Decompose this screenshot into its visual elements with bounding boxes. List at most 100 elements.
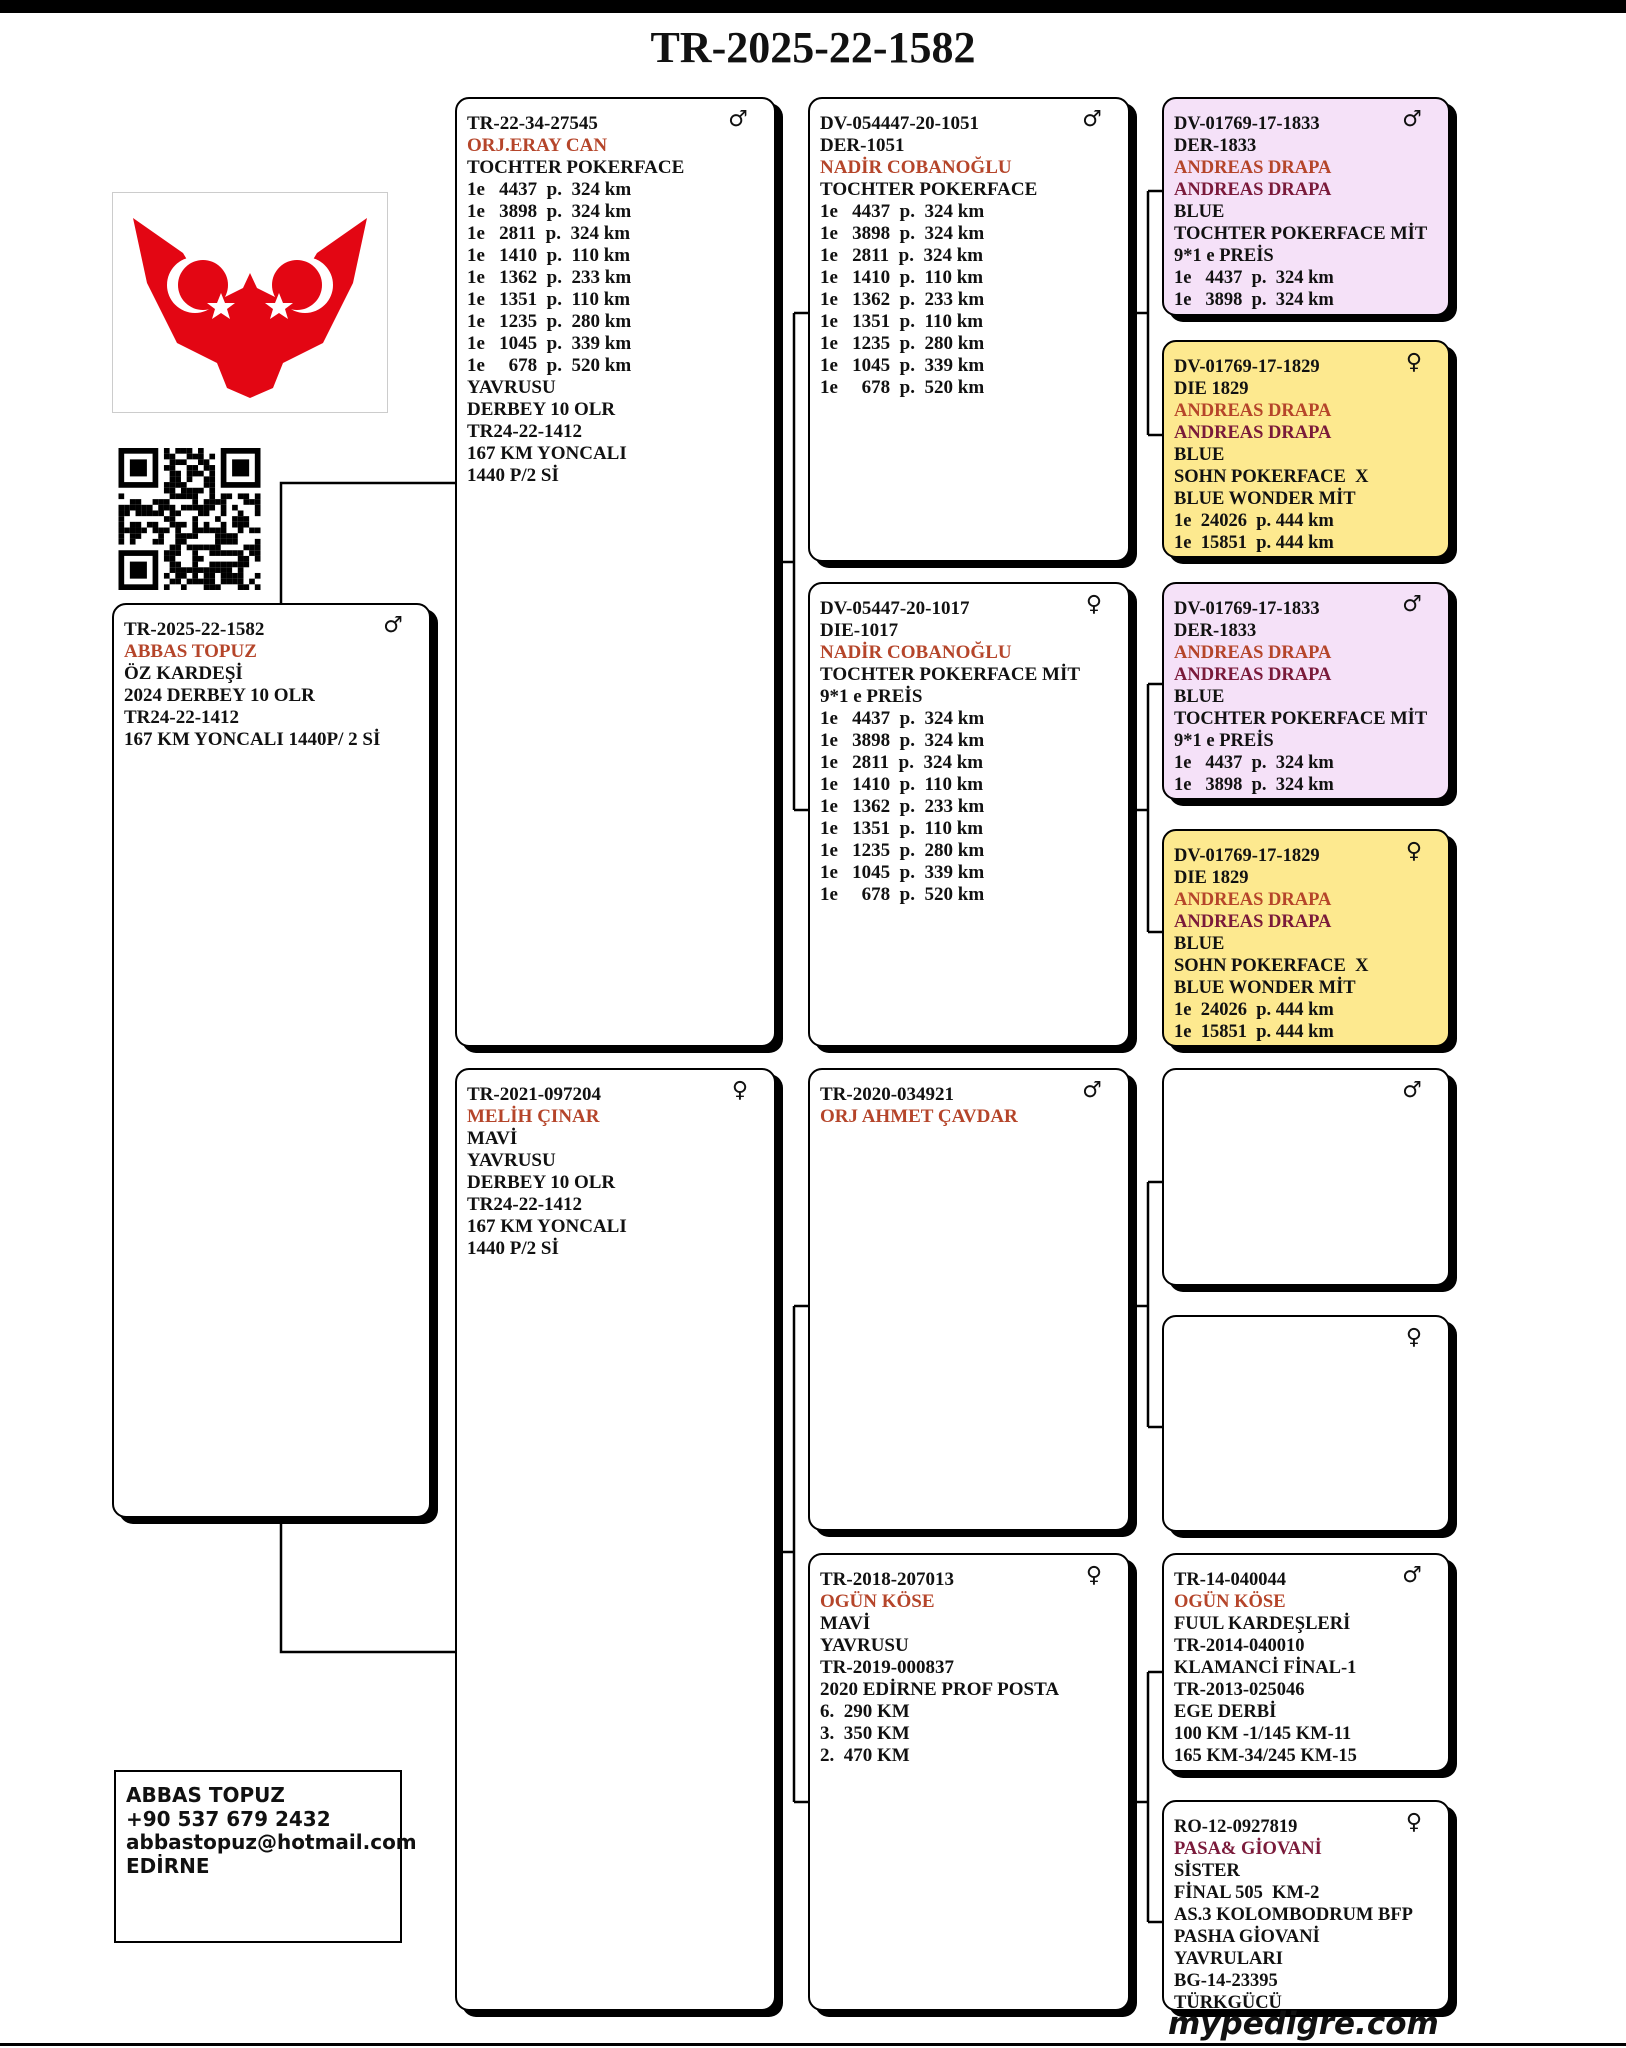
ring-number: TR-14-040044 (1174, 1570, 1287, 1590)
card-line: 167 KM YONCALI (467, 1216, 627, 1237)
card-line: 1e 4437 p. 324 km (1174, 268, 1334, 288)
card-line: 1e 3898 p. 324 km (1174, 290, 1334, 310)
card-line: ANDREAS DRAPA (1174, 158, 1332, 178)
contact-phone[interactable]: +90 537 679 2432 (126, 1806, 331, 1831)
card-line: TR-2019-000837 (820, 1657, 955, 1678)
female-icon: ♀ (1085, 1563, 1102, 1588)
card-line: TR24-22-1412 (467, 421, 583, 442)
ring-number: TR-2020-034921 (820, 1084, 955, 1105)
card-line: DIE 1829 (1174, 379, 1249, 399)
card-line: 1e 1045 p. 339 km (820, 355, 985, 376)
page-title: TR-2025-22-1582 (650, 23, 976, 72)
card-line: 167 KM YONCALI (467, 443, 627, 464)
card-line: 1e 4437 p. 324 km (1174, 753, 1334, 773)
female-icon: ♀ (1085, 592, 1102, 617)
card-line: ANDREAS DRAPA (1174, 423, 1332, 443)
card-line: YAVRUSU (820, 1635, 909, 1656)
card-line: DIE 1829 (1174, 868, 1249, 888)
female-icon: ♀ (1405, 1325, 1422, 1350)
ring-number: DV-05447-20-1017 (820, 598, 970, 619)
card-line: 2. 470 KM (820, 1745, 910, 1766)
female-icon: ♀ (1405, 350, 1422, 375)
card-line: TÜRKGÜCÜ (1174, 1993, 1282, 2011)
card-line: BLUE WONDER MİT (1174, 489, 1356, 509)
footer-brand[interactable]: mypedigre.com (1168, 2006, 1439, 2042)
breeder-contact: ABBAS TOPUZ +90 537 679 2432 abbastopuz@… (114, 1770, 417, 1943)
card-line: BLUE (1174, 934, 1225, 954)
card-line: 100 KM -1/145 KM-11 (1174, 1724, 1352, 1744)
male-icon: ♂ (383, 613, 403, 638)
card-line: 1e 24026 p. 444 km (1174, 511, 1334, 531)
card-line: 1e 678 p. 520 km (820, 884, 985, 905)
card-line: TOCHTER POKERFACE MİT (1174, 224, 1428, 244)
card-line: 1e 1362 p. 233 km (820, 796, 985, 817)
card-line: DER-1833 (1174, 136, 1257, 156)
card-line: ANDREAS DRAPA (1174, 665, 1332, 685)
card-line: 1e 1235 p. 280 km (820, 333, 985, 354)
card-line: FUUL KARDEŞLERİ (1174, 1614, 1351, 1634)
card-line: TR-2013-025046 (1174, 1680, 1305, 1700)
female-icon: ♀ (1405, 839, 1422, 864)
card-line: ORJ AHMET ÇAVDAR (820, 1106, 1018, 1127)
male-icon: ♂ (1402, 107, 1422, 132)
card-line: 1440 P/2 Sİ (467, 465, 559, 486)
card-line: YAVRUSU (467, 1150, 556, 1171)
card-line: 1e 3898 p. 324 km (1174, 775, 1334, 795)
card-line: SİSTER (1174, 1861, 1240, 1881)
card-line: 1e 4437 p. 324 km (820, 708, 985, 729)
card-line: 2020 EDİRNE PROF POSTA (820, 1679, 1060, 1700)
card-line: TR24-22-1412 (124, 707, 240, 728)
card-line: 1e 1362 p. 233 km (467, 267, 632, 288)
ring-number: TR-2021-097204 (467, 1084, 602, 1105)
card-line: 1e 15851 p. 444 km (1174, 533, 1334, 553)
top-bar (0, 0, 1626, 13)
card-line: NADİR COBANOĞLU (820, 642, 1012, 663)
card-line: 6. 290 KM (820, 1701, 910, 1722)
card-line: ÖZ KARDEŞİ (124, 663, 243, 684)
card-line: DERBEY 10 OLR (467, 1172, 616, 1193)
ring-number: DV-01769-17-1833 (1174, 599, 1320, 619)
card-line: DER-1051 (820, 135, 905, 156)
male-icon: ♂ (1082, 1078, 1102, 1103)
ancestor-card[interactable]: ♀ (1162, 1315, 1450, 1532)
ring-number: TR-22-34-27545 (467, 113, 598, 134)
card-line: SOHN POKERFACE X (1174, 956, 1369, 976)
card-line: YAVRUSU (467, 377, 556, 398)
card-line: ANDREAS DRAPA (1174, 912, 1332, 932)
card-line: AS.3 KOLOMBODRUM BFP (1174, 1905, 1413, 1925)
card-line: 165 KM-34/245 KM-15 (1174, 1746, 1357, 1766)
female-icon: ♀ (731, 1078, 748, 1103)
male-icon: ♂ (1402, 1078, 1422, 1103)
card-line: 1e 2811 p. 324 km (467, 223, 631, 244)
card-line: TOCHTER POKERFACE (820, 179, 1038, 200)
qr-code[interactable] (118, 448, 261, 590)
male-icon: ♂ (728, 107, 748, 132)
ancestor-card[interactable]: ♂ (1162, 1068, 1450, 1286)
card-line: 1e 4437 p. 324 km (820, 201, 985, 222)
card-line: 1e 1045 p. 339 km (820, 862, 985, 883)
card-line: 167 KM YONCALI 1440P/ 2 Sİ (124, 729, 381, 750)
contact-email[interactable]: abbastopuz@hotmail.com (126, 1830, 417, 1854)
card-line: 1e 2811 p. 324 km (820, 752, 984, 773)
card-line: 1e 1235 p. 280 km (820, 840, 985, 861)
card-line: 3. 350 KM (820, 1723, 910, 1744)
card-line: TOCHTER POKERFACE (467, 157, 685, 178)
card-line: 1e 3898 p. 324 km (820, 223, 985, 244)
card-line: BLUE (1174, 687, 1225, 707)
card-line: 9*1 e PREİS (1174, 731, 1274, 751)
